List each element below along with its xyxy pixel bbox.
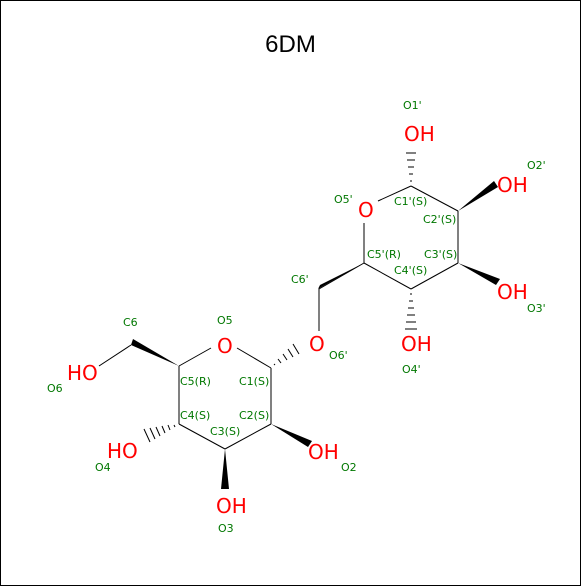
- label-o2p: O2': [527, 159, 546, 172]
- bond-c3p-c4p: [410, 262, 459, 290]
- wedge-c5-c6: [131, 339, 179, 366]
- label-o3: O3: [218, 522, 234, 535]
- bond-c4p-c5p: [363, 262, 412, 290]
- label-c5: C5(R): [180, 375, 211, 388]
- label-o4: O4: [95, 461, 111, 474]
- label-o1p: O1': [403, 99, 422, 112]
- label-o4p: O4': [402, 363, 421, 376]
- wedge-bonds: [131, 181, 500, 489]
- label-c4p: C4'(S): [394, 264, 427, 277]
- atom-o4p: OH: [401, 332, 432, 356]
- label-o6p: O6': [329, 349, 348, 362]
- atom-o2: OH: [308, 440, 339, 464]
- label-c4: C4(S): [180, 409, 210, 422]
- atom-o4: HO: [107, 439, 138, 463]
- atom-symbols: OH OH O OH OH O O HO HO OH OH: [67, 122, 528, 518]
- wedge-c2p-o2p: [458, 181, 498, 211]
- label-o2: O2: [341, 461, 357, 474]
- atom-o1p: OH: [404, 122, 435, 146]
- label-c3p: C3'(S): [424, 248, 457, 261]
- atom-o5p: O: [358, 198, 374, 222]
- bond-c1p-c2p: [410, 185, 459, 212]
- label-c1: C1(S): [239, 375, 269, 388]
- label-c6: C6: [123, 316, 138, 329]
- wedge-c5p-c6p: [318, 263, 364, 289]
- atom-o3p: OH: [497, 280, 528, 304]
- label-c1p: C1'(S): [394, 195, 427, 208]
- label-c2: C2(S): [239, 409, 269, 422]
- molecule-title: 6DM: [265, 31, 316, 58]
- hash-c4-o4: [143, 424, 176, 443]
- bond-c3-c4: [178, 423, 226, 450]
- bonds: [98, 185, 459, 450]
- label-o5p: O5': [334, 193, 353, 206]
- atom-labels: O1' O2' O5' C1'(S) C2'(S) C5'(R) C3'(S) …: [47, 99, 546, 535]
- label-c3: C3(S): [210, 425, 240, 438]
- bond-c5p-c6p: [318, 262, 365, 290]
- bond-o5-c1: [236, 347, 272, 369]
- hash-c1p-o1p: [406, 152, 416, 182]
- label-c2p: C2'(S): [423, 213, 456, 226]
- atom-o5: O: [217, 334, 233, 358]
- atom-o6p: O: [309, 332, 325, 356]
- label-c6p: C6': [291, 273, 309, 286]
- wedge-c3p-o3p: [458, 263, 500, 285]
- atom-o6: HO: [67, 361, 98, 385]
- bond-c2-c3: [224, 423, 272, 450]
- label-o3p: O3': [527, 302, 546, 315]
- hash-c4p-o4p: [405, 293, 417, 330]
- bond-o5-c5: [178, 347, 212, 367]
- wedge-c2-o2: [271, 424, 312, 447]
- label-o6: O6: [47, 382, 63, 395]
- label-c5p: C5'(R): [367, 248, 401, 261]
- hashed-bonds: [143, 152, 417, 443]
- atom-o2p: OH: [497, 173, 528, 197]
- label-o5: O5: [217, 314, 233, 327]
- bond-c6-o6: [98, 344, 132, 367]
- hash-c1-o6p: [273, 343, 300, 366]
- bond-o5p-c1p: [377, 185, 412, 202]
- atom-o3: OH: [216, 494, 247, 518]
- wedge-c3-o3: [221, 449, 229, 489]
